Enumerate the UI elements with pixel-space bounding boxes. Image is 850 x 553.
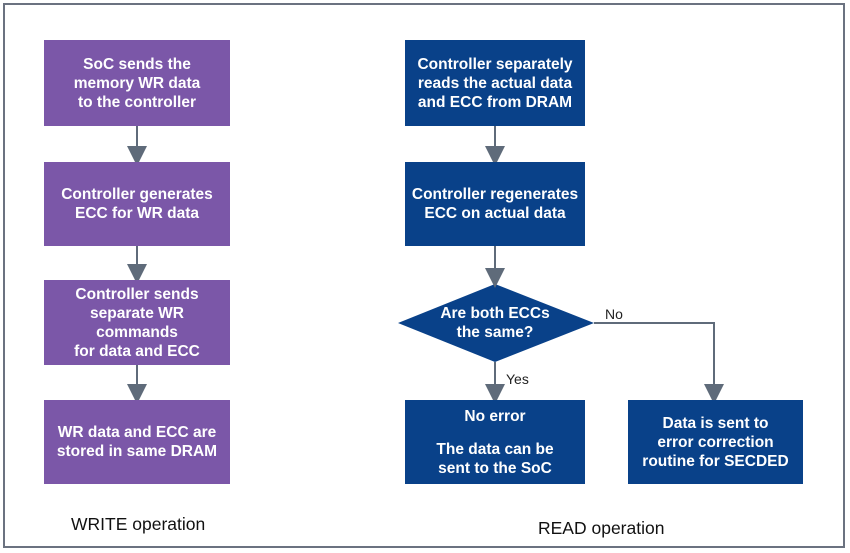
outcome-no-error: No error The data can be sent to the SoC xyxy=(405,400,585,484)
decision-question: Are both ECCs the same? xyxy=(440,305,550,341)
no-branch-label: No xyxy=(605,306,623,322)
yes-branch-label: Yes xyxy=(506,371,529,387)
read-step-1: Controller separately reads the actual d… xyxy=(405,40,585,126)
write-step-2: Controller generates ECC for WR data xyxy=(44,162,230,246)
outcome-no-error-title: No error xyxy=(464,407,526,425)
outcome-error-correction: Data is sent to error correction routine… xyxy=(628,400,803,484)
decision-diamond xyxy=(398,284,594,362)
read-step-2: Controller regenerates ECC on actual dat… xyxy=(405,162,585,246)
outcome-no-error-detail: The data can be sent to the SoC xyxy=(436,440,554,477)
write-step-1: SoC sends the memory WR data to the cont… xyxy=(44,40,230,126)
write-step-3: Controller sends separate WR commands fo… xyxy=(44,280,230,365)
diagram-frame xyxy=(3,3,845,548)
write-operation-title: WRITE operation xyxy=(71,514,206,534)
arrow-decision-no xyxy=(594,322,724,404)
write-step-4: WR data and ECC are stored in same DRAM xyxy=(44,400,230,484)
read-operation-title: READ operation xyxy=(538,518,665,538)
